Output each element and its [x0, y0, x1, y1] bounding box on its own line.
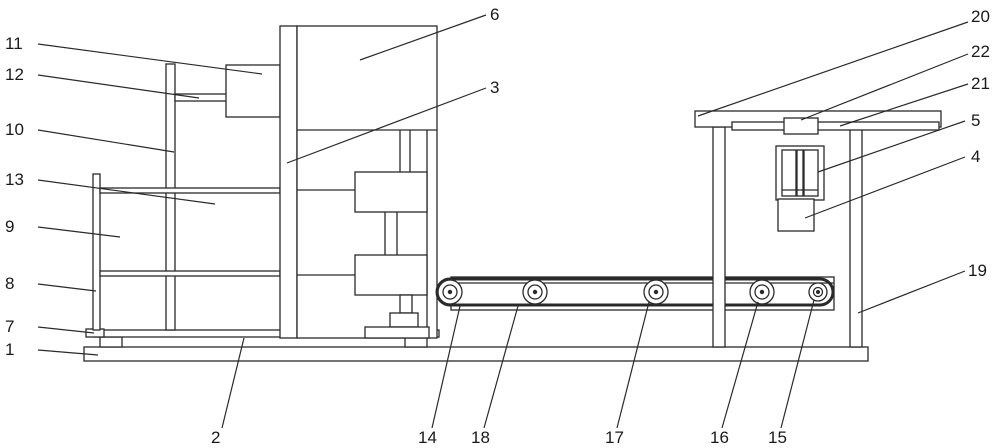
- callout-9: 9: [5, 217, 14, 236]
- callout-4: 4: [971, 147, 980, 166]
- callout-6: 6: [490, 5, 499, 24]
- callout-10: 10: [5, 120, 24, 139]
- gripper-assembly: [775, 145, 825, 232]
- callout-7: 7: [5, 317, 14, 336]
- callout-21: 21: [971, 74, 990, 93]
- callout-8: 8: [5, 274, 14, 293]
- callout-1: 1: [5, 340, 14, 359]
- callout-3: 3: [490, 78, 499, 97]
- gantry-frame: [694, 110, 942, 348]
- callout-22: 22: [971, 42, 990, 61]
- callout-18: 18: [471, 428, 490, 447]
- callout-20: 20: [971, 7, 990, 26]
- callout-17: 17: [605, 428, 624, 447]
- roller-1: [437, 279, 463, 305]
- roller-5: [808, 282, 828, 302]
- callout-numbers: 6 11 12 3 10 13 9 8 7 1 2 14 18 17 16 15…: [5, 5, 990, 447]
- callout-15: 15: [768, 428, 787, 447]
- leader-lines: [37, 14, 969, 429]
- conveyor: [435, 276, 835, 311]
- roller-2: [522, 279, 548, 305]
- callout-12: 12: [5, 65, 24, 84]
- callout-2: 2: [211, 428, 220, 447]
- callout-14: 14: [418, 428, 437, 447]
- callout-5: 5: [971, 111, 980, 130]
- roller-3: [643, 279, 669, 305]
- callout-19: 19: [968, 261, 987, 280]
- arm-and-motor: [174, 64, 281, 118]
- short-post: [92, 173, 101, 331]
- callout-11: 11: [5, 34, 23, 53]
- cabinet: [296, 25, 438, 339]
- callout-13: 13: [5, 170, 24, 189]
- roller-4: [749, 279, 775, 305]
- callout-16: 16: [710, 428, 729, 447]
- main-column: [279, 25, 298, 339]
- base-plate: [83, 336, 869, 362]
